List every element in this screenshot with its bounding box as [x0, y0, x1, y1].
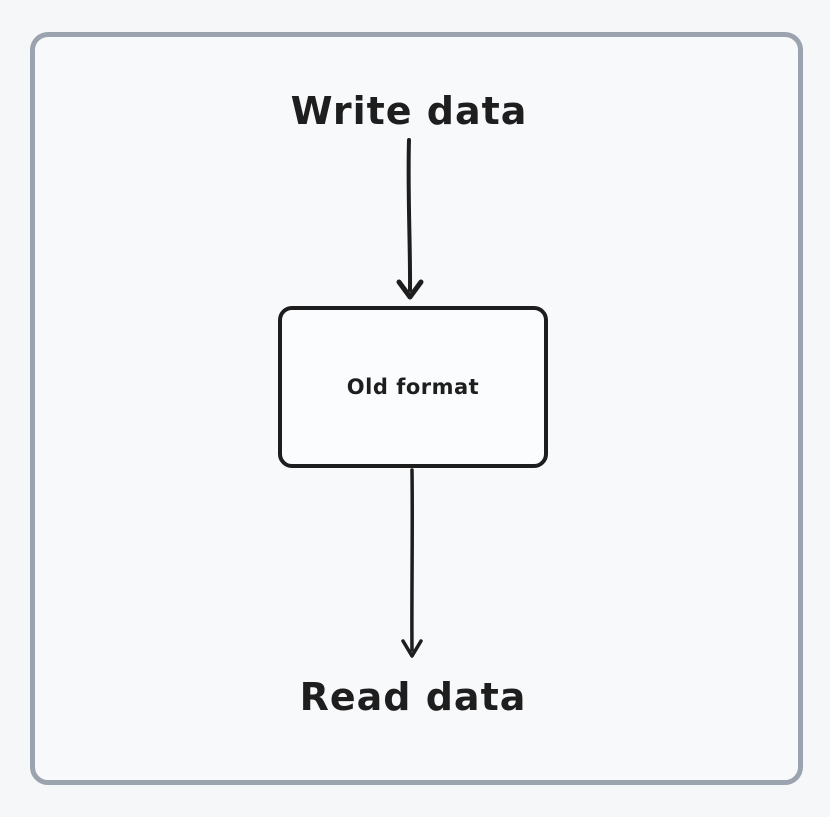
old-format-box: Old format — [278, 306, 548, 468]
read-data-label: Read data — [299, 675, 527, 719]
write-data-label: Write data — [290, 89, 528, 133]
old-format-label: Old format — [346, 375, 480, 399]
